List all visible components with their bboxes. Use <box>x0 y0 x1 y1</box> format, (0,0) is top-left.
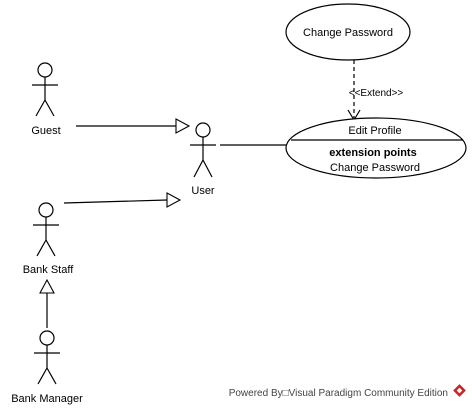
actor-bank-staff-left-leg <box>36 239 47 257</box>
actor-guest-head <box>37 62 53 78</box>
use-case-edit-profile[interactable]: Edit Profile extension points Change Pas… <box>285 117 467 179</box>
extend-label: <<Extend>> <box>349 88 404 99</box>
use-case-edit-profile-label: Edit Profile <box>348 125 401 137</box>
generalization-bank-staff-line <box>63 199 168 204</box>
actor-bank-manager-right-leg <box>46 367 57 385</box>
use-case-change-password-ellipse <box>285 3 411 61</box>
generalization-bank-manager-arrowhead <box>39 278 55 294</box>
actor-guest-right-leg <box>44 99 55 117</box>
actor-bank-staff[interactable]: Bank Staff <box>23 202 74 276</box>
actor-bank-manager-head <box>39 330 55 346</box>
generalization-bank-manager-to-bank-staff[interactable] <box>39 278 55 328</box>
extension-point-change-password: Change Password <box>330 162 420 174</box>
use-case-change-password[interactable]: Change Password <box>285 3 411 61</box>
actor-bank-staff-right-leg <box>45 239 56 257</box>
actor-guest-left-leg <box>35 99 46 117</box>
actor-guest-label: Guest <box>31 125 60 137</box>
actor-bank-manager-label: Bank Manager <box>11 393 83 405</box>
actor-user-label: User <box>191 185 215 197</box>
actor-user-left-leg <box>193 159 204 178</box>
extension-points-title: extension points <box>329 147 416 159</box>
watermark: Powered By□Visual Paradigm Community Edi… <box>229 384 466 399</box>
actor-user-head <box>195 122 211 138</box>
generalization-guest-to-user[interactable] <box>76 118 191 134</box>
actor-guest[interactable]: Guest <box>31 62 61 137</box>
actor-bank-staff-head <box>38 202 54 218</box>
use-case-edit-profile-ellipse <box>285 117 467 179</box>
actor-bank-manager[interactable]: Bank Manager <box>11 330 83 405</box>
actor-bank-manager-left-leg <box>37 367 48 385</box>
actor-user-right-leg <box>202 159 213 178</box>
actor-bank-staff-label: Bank Staff <box>23 264 74 276</box>
extend-relationship[interactable]: <<Extend>> <box>347 60 404 122</box>
generalization-bank-staff-to-user[interactable] <box>63 192 182 208</box>
generalization-bank-staff-arrowhead <box>166 192 182 208</box>
visual-paradigm-logo-icon <box>453 384 466 397</box>
watermark-text: Powered By□Visual Paradigm Community Edi… <box>229 388 448 399</box>
actor-user[interactable]: User <box>190 122 216 197</box>
generalization-guest-arrowhead <box>175 118 191 134</box>
use-case-change-password-label: Change Password <box>303 27 393 39</box>
